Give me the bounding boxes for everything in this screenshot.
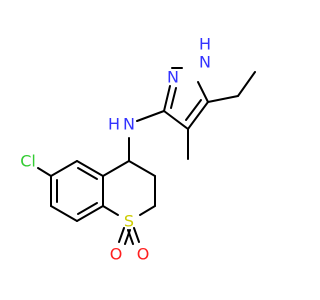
atom-label-o: O bbox=[110, 245, 123, 264]
bond bbox=[136, 110, 165, 122]
bond bbox=[76, 205, 104, 222]
bond bbox=[102, 160, 130, 177]
atom-label-s: S bbox=[124, 212, 134, 231]
bond bbox=[37, 167, 52, 177]
atom-labels: N N H N H Cl S O O bbox=[20, 35, 211, 264]
bond bbox=[163, 110, 189, 130]
bond bbox=[139, 205, 156, 216]
molecule-structure: N N H N H Cl S O O bbox=[20, 35, 256, 264]
atom-label-cl: Cl bbox=[20, 152, 36, 171]
bond bbox=[118, 227, 125, 243]
atom-label-n: N bbox=[167, 68, 179, 87]
bond bbox=[127, 229, 134, 245]
bond bbox=[102, 205, 119, 216]
atom-label-n: N bbox=[199, 53, 211, 72]
bond bbox=[185, 99, 202, 121]
atom-label-h: H bbox=[108, 115, 120, 134]
bond bbox=[50, 205, 78, 222]
bond bbox=[170, 87, 177, 109]
atom-label-h: H bbox=[199, 35, 211, 54]
bond bbox=[128, 160, 156, 177]
bond bbox=[207, 95, 239, 103]
bond bbox=[163, 85, 171, 112]
bond bbox=[133, 227, 140, 243]
bond bbox=[77, 167, 98, 180]
bond bbox=[76, 160, 104, 177]
bonds bbox=[37, 67, 256, 245]
atom-label-n: N bbox=[123, 115, 135, 134]
bond bbox=[50, 160, 78, 177]
bond bbox=[187, 101, 209, 130]
bond bbox=[197, 81, 209, 103]
bond bbox=[77, 202, 98, 215]
bond bbox=[237, 71, 256, 97]
atom-label-o: O bbox=[137, 245, 150, 264]
